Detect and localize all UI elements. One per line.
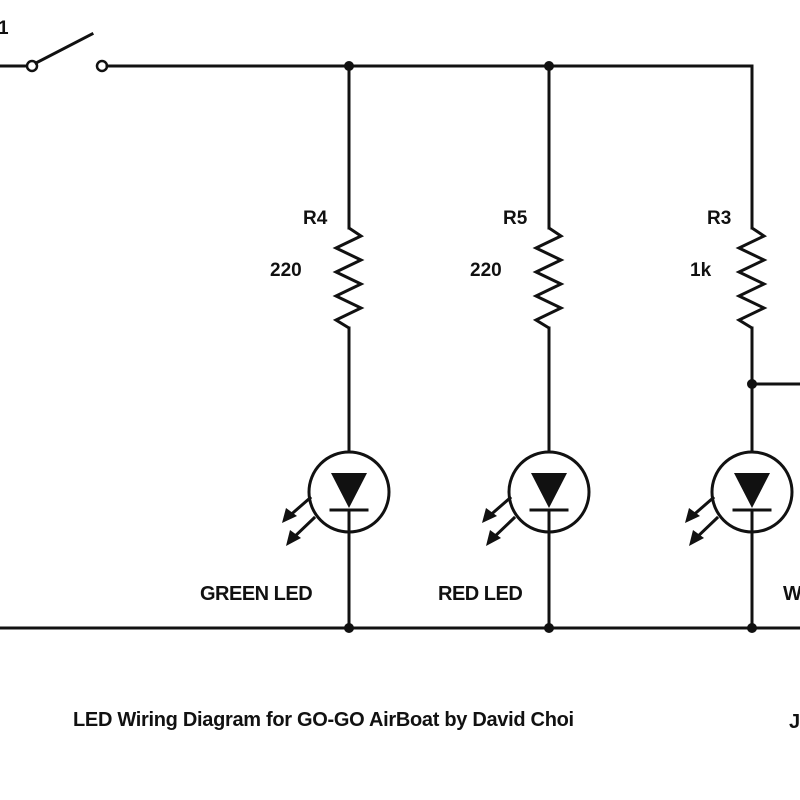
branch-r4: R4 220 GREEN LED — [200, 64, 391, 630]
branch-r3: R3 1k W — [685, 64, 800, 630]
r4-value: 220 — [270, 260, 302, 281]
resistor-r4 — [332, 226, 365, 330]
red-led-label: RED LED — [438, 583, 522, 605]
resistor-r3 — [735, 226, 768, 330]
branch-r5: R5 220 RED LED — [438, 64, 591, 630]
led-white-diode-icon — [734, 473, 770, 508]
led-red-diode-icon — [531, 473, 567, 508]
diagram-caption: LED Wiring Diagram for GO-GO AirBoat by … — [73, 709, 574, 731]
r3-value: 1k — [690, 260, 712, 281]
led-green-emission-arrows-icon — [282, 495, 317, 546]
switch-label: 1 — [0, 18, 9, 39]
switch-lever — [33, 31, 95, 66]
led-red-emission-arrows-icon — [482, 495, 517, 546]
r5-name: R5 — [503, 208, 528, 229]
r5-value: 220 — [470, 260, 502, 281]
r3-name: R3 — [707, 208, 731, 229]
green-led-label: GREEN LED — [200, 583, 312, 605]
r4-name: R4 — [303, 208, 328, 229]
led-green-diode-icon — [331, 473, 367, 508]
led-white-emission-arrows-icon — [685, 495, 720, 546]
white-led-label: W — [783, 583, 800, 605]
corner-mark: J — [789, 711, 800, 733]
resistor-r5 — [532, 226, 565, 330]
switch-contact-left — [25, 59, 39, 73]
